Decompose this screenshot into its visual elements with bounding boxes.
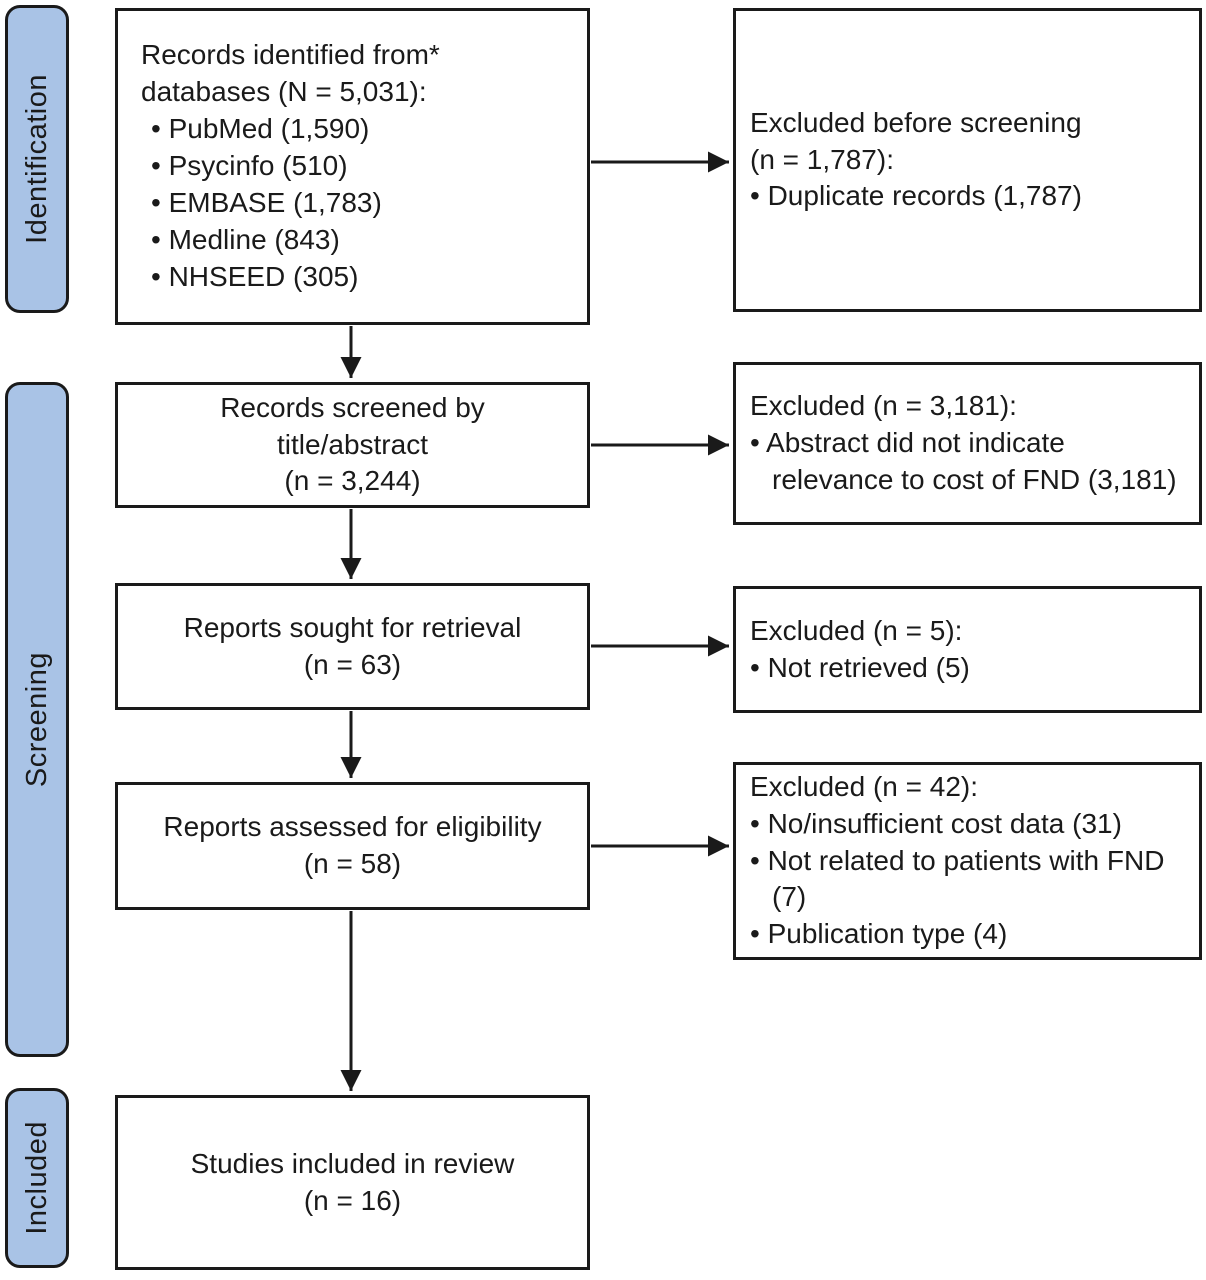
box-reports-assessed: Reports assessed for eligibility (n = 58… [115,782,590,910]
excluded-before-screening-heading: Excluded before screening (n = 1,787): [750,106,1082,175]
source-item: • NHSEED (305) [151,260,359,292]
excluded-eligibility-reasons: • No/insufficient cost data (31) • Not r… [750,806,1191,954]
box-studies-included: Studies included in review (n = 16) [115,1095,590,1270]
box-excluded-before-screening: Excluded before screening (n = 1,787): •… [733,8,1202,312]
source-item: • Psycinfo (510) [151,150,348,182]
reason-item: • Publication type (4) [750,918,1008,950]
excluded-not-retrieved-heading: Excluded (n = 5): [750,614,963,646]
box-reports-sought: Reports sought for retrieval (n = 63) [115,583,590,710]
studies-included-text: Studies included in review (n = 16) [190,1147,515,1216]
box-records-screened: Records screened by title/abstract (n = … [115,382,590,508]
excluded-not-retrieved-reasons: • Not retrieved (5) [750,650,1191,687]
records-identified-sources: • PubMed (1,590) • Psycinfo (510) • EMBA… [151,111,573,296]
box-records-identified: Records identified from* databases (N = … [115,8,590,325]
excluded-title-abstract-reasons: • Abstract did not indicate relevance to… [750,425,1191,499]
reports-sought-text: Reports sought for retrieval (n = 63) [183,611,522,680]
source-item: • Medline (843) [151,223,340,255]
stage-label-included: Included [5,1088,69,1268]
records-screened-text: Records screened by title/abstract (n = … [220,391,485,497]
stage-label-identification: Identification [5,5,69,313]
source-item: • EMBASE (1,783) [151,186,382,218]
excluded-title-abstract-heading: Excluded (n = 3,181): [750,390,1017,422]
reports-assessed-text: Reports assessed for eligibility (n = 58… [163,811,542,879]
reason-item: • Not related to patients with FND (7) [750,844,1165,913]
excluded-before-screening-reasons: • Duplicate records (1,787) [750,178,1191,215]
excluded-eligibility-heading: Excluded (n = 42): [750,770,979,802]
stage-label-included-text: Included [20,1121,53,1235]
source-item: • PubMed (1,590) [151,113,370,145]
reason-item: • Abstract did not indicate relevance to… [750,427,1177,495]
box-excluded-not-retrieved: Excluded (n = 5): • Not retrieved (5) [733,586,1202,713]
box-excluded-eligibility: Excluded (n = 42): • No/insufficient cos… [733,762,1202,960]
stage-label-identification-text: Identification [20,74,53,244]
reason-item: • Not retrieved (5) [750,651,970,683]
reason-item: • Duplicate records (1,787) [750,180,1082,212]
box-excluded-title-abstract: Excluded (n = 3,181): • Abstract did not… [733,362,1202,525]
records-identified-heading: Records identified from* databases (N = … [141,39,440,108]
stage-label-screening: Screening [5,382,69,1057]
stage-label-screening-text: Screening [20,651,53,788]
reason-item: • No/insufficient cost data (31) [750,807,1122,839]
